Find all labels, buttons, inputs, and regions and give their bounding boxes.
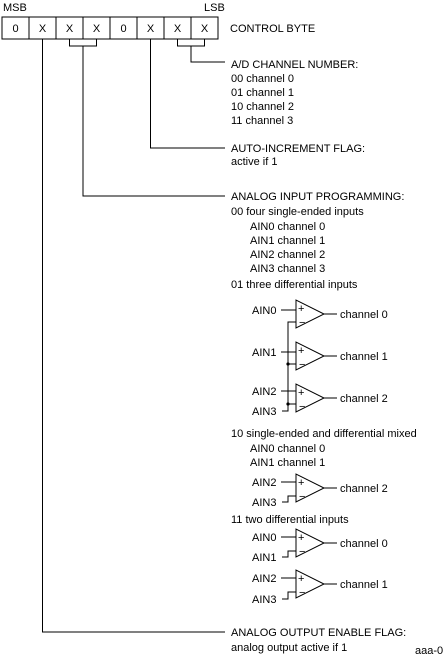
mode-00-line: AIN3 channel 3	[250, 263, 325, 275]
analog-input-title: ANALOG INPUT PROGRAMMING:	[231, 191, 404, 203]
plus-sign: +	[298, 303, 304, 315]
channel-2-label: channel 2	[340, 483, 388, 495]
ad-channel-item: 00 channel 0	[231, 73, 294, 85]
leader-ad-channel	[177, 39, 225, 63]
bit-value-6: X	[39, 23, 47, 35]
mode-11-circuit: AIN0 AIN1 AIN2 AIN3 + − channel 0 + − ch…	[252, 528, 388, 606]
mode-10-label: 10 single-ended and differential mixed	[231, 428, 417, 440]
plus-sign: +	[298, 387, 304, 399]
bit-value-0: X	[201, 23, 209, 35]
leader-auto-increment	[150, 39, 225, 149]
channel-1-label: channel 1	[340, 579, 388, 591]
diff-amp-1	[295, 341, 326, 371]
leader-analog-output	[42, 39, 225, 633]
msb-label: MSB	[3, 2, 27, 14]
ain1-label: AIN1	[252, 347, 276, 359]
mode-00-line: AIN2 channel 2	[250, 249, 325, 261]
junction-dot	[286, 402, 290, 406]
wire-ain3	[282, 403, 296, 412]
channel-1-label: channel 1	[340, 351, 388, 363]
ain1-label: AIN1	[252, 552, 276, 564]
mode-01-label: 01 three differential inputs	[231, 279, 358, 291]
plus-sign: +	[298, 573, 304, 585]
diff-amp-mixed	[295, 473, 326, 503]
ain3-label: AIN3	[252, 594, 276, 606]
mode-10-line: AIN0 channel 0	[250, 443, 325, 455]
mode-00-line: AIN1 channel 1	[250, 235, 325, 247]
ain0-label: AIN0	[252, 305, 276, 317]
ain3-label: AIN3	[252, 497, 276, 509]
leader-lines	[42, 39, 225, 633]
diff-amp-1	[295, 569, 326, 599]
plus-sign: +	[298, 477, 304, 489]
wire-ain1	[282, 550, 296, 558]
minus-sign: −	[299, 359, 305, 371]
ad-channel-item: 10 channel 2	[231, 101, 294, 113]
ain2-label: AIN2	[252, 573, 276, 585]
junction-dot	[286, 362, 290, 366]
minus-sign: −	[299, 546, 305, 558]
ain0-label: AIN0	[252, 532, 276, 544]
diff-amp-0	[295, 299, 326, 329]
ad-channel-item: 01 channel 1	[231, 87, 294, 99]
diff-amp-2	[295, 383, 326, 413]
plus-sign: +	[298, 345, 304, 357]
mode-00-label: 00 four single-ended inputs	[231, 206, 364, 218]
analog-output-note: analog output active if 1	[231, 642, 347, 654]
wire-ain3	[282, 591, 296, 600]
ain2-label: AIN2	[252, 477, 276, 489]
mode-10-line: AIN1 channel 1	[250, 457, 325, 469]
mode-10-circuit: AIN2 AIN3 + − channel 2	[252, 473, 388, 509]
wire-ain3	[282, 495, 296, 503]
channel-2-label: channel 2	[340, 393, 388, 405]
minus-sign: −	[299, 401, 305, 413]
leader-analog-input	[69, 39, 225, 197]
ad-channel-item: 11 channel 3	[231, 115, 293, 127]
bit-value-5: X	[66, 23, 74, 35]
mode-01-circuit: AIN0 AIN1 AIN2 AIN3 + − + − + − channel …	[252, 299, 388, 418]
mode-00-line: AIN0 channel 0	[250, 221, 325, 233]
bit-value-7: 0	[12, 23, 18, 35]
channel-0-label: channel 0	[340, 538, 388, 550]
ain2-label: AIN2	[252, 386, 276, 398]
figure-id: aaa-0	[415, 645, 443, 656]
plus-sign: +	[298, 532, 304, 544]
ad-channel-title: A/D CHANNEL NUMBER:	[231, 59, 358, 71]
auto-increment-note: active if 1	[231, 156, 277, 168]
auto-increment-title: AUTO-INCREMENT FLAG:	[231, 143, 365, 155]
bit-value-1: X	[174, 23, 182, 35]
lsb-label: LSB	[204, 2, 225, 14]
ain3-label: AIN3	[252, 406, 276, 418]
control-byte-label: CONTROL BYTE	[230, 23, 315, 35]
bit-boxes: 0 X X X 0 X X X	[1, 16, 219, 40]
minus-sign: −	[299, 491, 305, 503]
analog-output-title: ANALOG OUTPUT ENABLE FLAG:	[231, 627, 406, 639]
bit-value-2: X	[147, 23, 155, 35]
bit-value-4: X	[93, 23, 101, 35]
channel-0-label: channel 0	[340, 309, 388, 321]
bit-value-3: 0	[120, 23, 126, 35]
minus-sign: −	[299, 317, 305, 329]
mode-11-label: 11 two differential inputs	[231, 514, 349, 526]
minus-sign: −	[299, 587, 305, 599]
diff-amp-0	[295, 528, 326, 558]
